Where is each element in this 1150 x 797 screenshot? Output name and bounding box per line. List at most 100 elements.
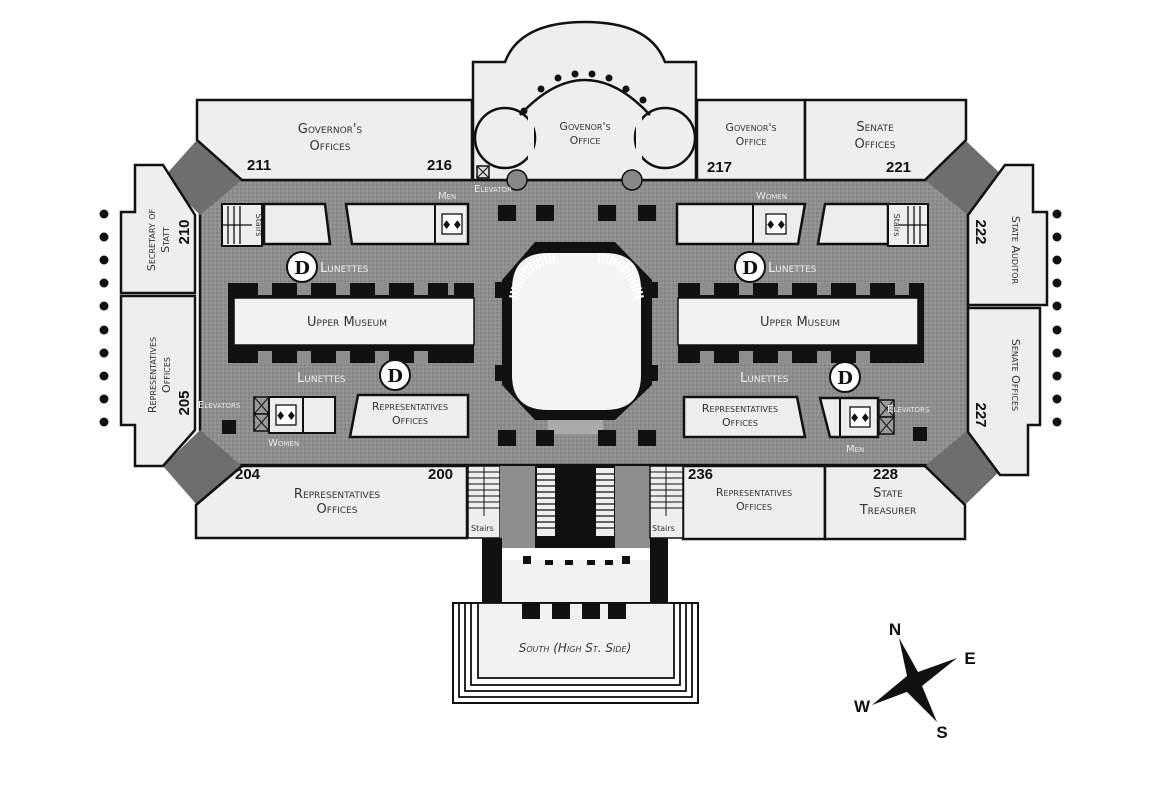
stairs-ne-label: Stairs (892, 214, 901, 237)
svg-text:♦♦: ♦♦ (765, 218, 787, 232)
room-number-205: 205 (176, 390, 193, 415)
restroom-icon-men-south: ♦♦ (849, 406, 871, 428)
restroom-icon-men-north: ♦♦ (441, 213, 463, 235)
lunettes-marker-ne[interactable]: D (734, 251, 766, 283)
inner-room-nw (262, 202, 332, 246)
room-governors-offices[interactable] (195, 98, 474, 182)
room-number-200: 200 (428, 466, 453, 483)
representatives-236-label-2: Offices (736, 500, 772, 513)
stairs-sw-label: Stairs (471, 524, 494, 533)
stairs-se-label: Stairs (652, 524, 675, 533)
room-upper-museum-west[interactable] (233, 297, 475, 346)
restroom-icon-women-south: ♦♦ (275, 404, 297, 426)
south-entrance-label: South (High St. Side) (519, 641, 632, 655)
room-upper-museum-east[interactable] (677, 297, 919, 346)
lunettes-sw-label: Lunettes (297, 371, 346, 386)
compass-rose-icon (872, 638, 957, 722)
inner-room-men-north (344, 202, 470, 246)
govenors-office-217-label-2: Office (736, 135, 767, 148)
room-number-222: 222 (972, 219, 989, 244)
east-colonnade-dots (1052, 209, 1062, 427)
svg-text:♦♦: ♦♦ (441, 218, 463, 232)
rotunda (495, 205, 658, 446)
representatives-236-label-1: Representatives (716, 486, 792, 499)
men-south-label: Men (846, 444, 864, 455)
svg-text:♦♦: ♦♦ (275, 409, 297, 423)
representatives-205-label-1: Representatives (146, 337, 159, 413)
upper-museum-west-label: Upper Museum (307, 315, 387, 330)
state-auditor-label: State Auditor (1009, 216, 1022, 285)
govenors-office-arc-dots (520, 70, 647, 115)
senate-offices-227-label: Senate Offices (1009, 339, 1022, 411)
senate-offices-221-label-2: Offices (855, 137, 896, 152)
room-representatives-204-200[interactable] (194, 464, 469, 540)
representatives-inner-west-label-2: Offices (392, 414, 428, 427)
south-entrance-steps[interactable] (452, 602, 699, 704)
room-number-210: 210 (176, 219, 193, 244)
compass-w-label: W (854, 697, 871, 716)
room-number-204: 204 (235, 466, 261, 483)
elevator-north-label: Elevator (474, 184, 512, 195)
elevators-west-icon (253, 396, 270, 432)
room-number-227: 227 (972, 402, 989, 427)
lunettes-ne-label: Lunettes (768, 261, 817, 276)
govenors-office-217-label-1: Govenor's (725, 121, 776, 134)
govenors-office-center-label-2: Office (570, 134, 601, 147)
room-representatives-236[interactable] (681, 464, 827, 541)
room-senate-offices-227[interactable] (966, 306, 1042, 477)
elevators-east-icon (878, 399, 895, 435)
lunettes-d-icon: D (387, 366, 403, 387)
restroom-icon-women-north: ♦♦ (765, 213, 787, 235)
state-treasurer-label-2: Treasurer (859, 503, 917, 518)
representatives-inner-east-label-2: Offices (722, 416, 758, 429)
room-number-228: 228 (873, 466, 898, 483)
room-representatives-inner-west[interactable] (348, 393, 470, 439)
compass-s-label: S (936, 723, 947, 742)
govenors-office-center-label-1: Govenor's (559, 120, 610, 133)
lunettes-d-icon: D (294, 258, 310, 279)
compass-n-label: N (889, 620, 901, 639)
lunettes-marker-sw[interactable]: D (379, 359, 411, 391)
representatives-inner-west-label-1: Representatives (372, 400, 448, 413)
senate-offices-221-label-1: Senate (856, 120, 894, 135)
compass-e-label: E (964, 649, 975, 668)
room-secretary-of-state[interactable] (119, 163, 197, 295)
lunettes-marker-nw[interactable]: D (286, 251, 318, 283)
room-representatives-inner-east[interactable] (682, 395, 807, 439)
women-north-label: Women (756, 191, 787, 202)
south-stairs-block: Stairs Stairs (467, 465, 684, 604)
room-number-236: 236 (688, 466, 713, 483)
representatives-inner-east-label-1: Representatives (702, 402, 778, 415)
secretary-of-state-label-2: Statt (159, 227, 172, 253)
room-senate-offices-221[interactable] (803, 98, 968, 182)
lunettes-d-icon: D (837, 368, 853, 389)
representatives-205-label-2: Offices (160, 357, 173, 393)
representatives-204-label-1: Representatives (294, 487, 380, 502)
lunettes-se-label: Lunettes (740, 371, 789, 386)
lunettes-d-icon: D (742, 258, 758, 279)
lunettes-marker-se[interactable]: D (829, 361, 861, 393)
governors-offices-label-1: Governor's (298, 122, 363, 137)
women-south-label: Women (268, 438, 299, 449)
inner-room-ne (816, 202, 890, 246)
room-number-211: 211 (247, 157, 271, 174)
room-number-221: 221 (886, 159, 911, 176)
upper-museum-east-label: Upper Museum (760, 315, 840, 330)
stairs-nw-label: Stairs (254, 214, 263, 237)
room-representatives-205[interactable] (119, 294, 197, 468)
room-number-216: 216 (427, 157, 452, 174)
room-govenors-office-center[interactable] (471, 20, 698, 182)
governors-offices-label-2: Offices (310, 139, 351, 154)
representatives-204-label-2: Offices (317, 502, 358, 517)
elevators-west-label: Elevators (198, 400, 241, 411)
room-state-treasurer[interactable] (823, 464, 967, 541)
corner-sw (163, 430, 242, 505)
room-state-auditor[interactable] (966, 163, 1049, 307)
lunettes-nw-label: Lunettes (320, 261, 369, 276)
svg-text:♦♦: ♦♦ (849, 411, 871, 425)
elevators-east-label: Elevators (887, 404, 930, 415)
state-treasurer-label-1: State (873, 486, 903, 501)
room-number-217: 217 (707, 159, 732, 176)
men-north-label: Men (438, 191, 456, 202)
